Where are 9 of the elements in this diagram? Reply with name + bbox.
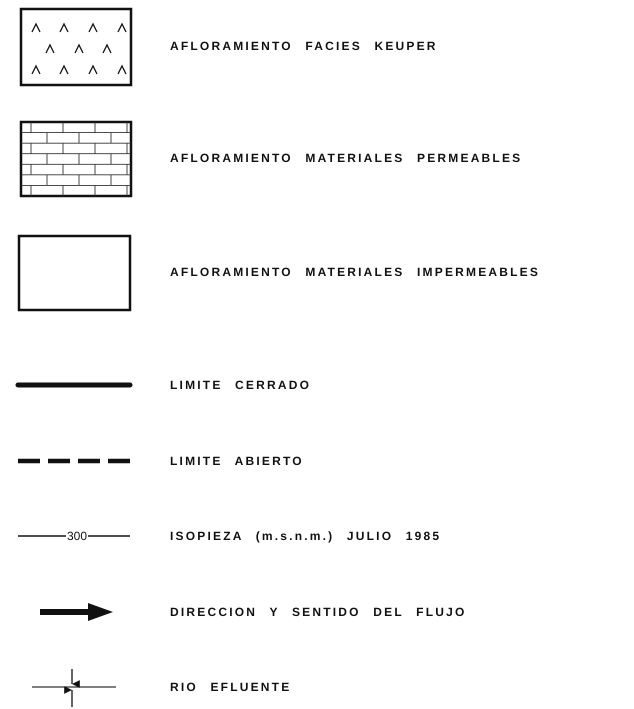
- legend-label: AFLORAMIENTO FACIES KEUPER: [170, 39, 438, 53]
- legend-label: LIMITE CERRADO: [170, 378, 312, 392]
- legend-label: ISOPIEZA (m.s.n.m.) JULIO 1985: [170, 529, 442, 543]
- legend-label: RIO EFLUENTE: [170, 680, 292, 694]
- contour-value: 300: [66, 530, 88, 542]
- legend-label: AFLORAMIENTO MATERIALES IMPERMEABLES: [170, 265, 540, 279]
- legend-label: LIMITE ABIERTO: [170, 454, 304, 468]
- legend-label: AFLORAMIENTO MATERIALES PERMEABLES: [170, 151, 522, 165]
- legend-label: DIRECCION Y SENTIDO DEL FLUJO: [170, 605, 466, 619]
